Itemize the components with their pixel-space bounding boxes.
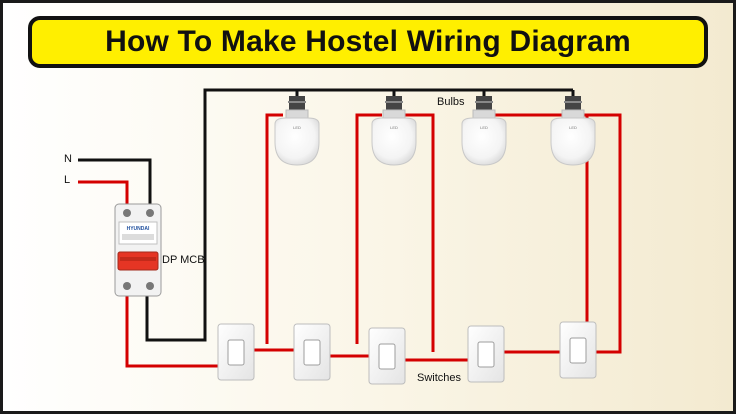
bulb-3-return-wire — [405, 113, 435, 352]
live-input-wire — [78, 180, 129, 206]
switch-4 — [467, 325, 505, 383]
switches-label: Switches — [417, 372, 462, 384]
switch-2 — [293, 323, 331, 381]
diagram-title: How To Make Hostel Wiring Diagram — [105, 25, 631, 58]
neutral-input-wire — [78, 158, 152, 206]
bulb-1: LED — [274, 96, 320, 166]
live-label: L — [64, 174, 71, 186]
bulb-1-return-wire — [265, 113, 283, 344]
bulbs-label: Bulbs — [437, 96, 465, 108]
svg-text:LED: LED — [480, 125, 488, 130]
live-mcb-to-switch-1-wire — [125, 292, 229, 368]
switch-1 — [217, 323, 255, 381]
mcb-label: DP MCB — [162, 254, 205, 266]
bulb-2-return-wire — [355, 113, 382, 344]
switch-5 — [559, 321, 597, 379]
dp-mcb: HYUNDAI — [114, 203, 162, 297]
bulb-3: LED — [461, 96, 507, 166]
svg-text:LED: LED — [390, 125, 398, 130]
switch-5-return-wire — [587, 113, 622, 354]
neutral-label: N — [64, 153, 72, 165]
neutral-mcb-to-bus-wire — [145, 88, 573, 342]
svg-text:LED: LED — [569, 125, 577, 130]
svg-text:LED: LED — [293, 125, 301, 130]
bulb-4: LED — [550, 96, 596, 166]
bulb-2: LED — [371, 96, 417, 166]
live-wiring — [78, 113, 622, 368]
mcb-brand-text: HYUNDAI — [127, 226, 150, 232]
title-banner: How To Make Hostel Wiring Diagram — [28, 16, 708, 68]
switch-3 — [368, 327, 406, 385]
